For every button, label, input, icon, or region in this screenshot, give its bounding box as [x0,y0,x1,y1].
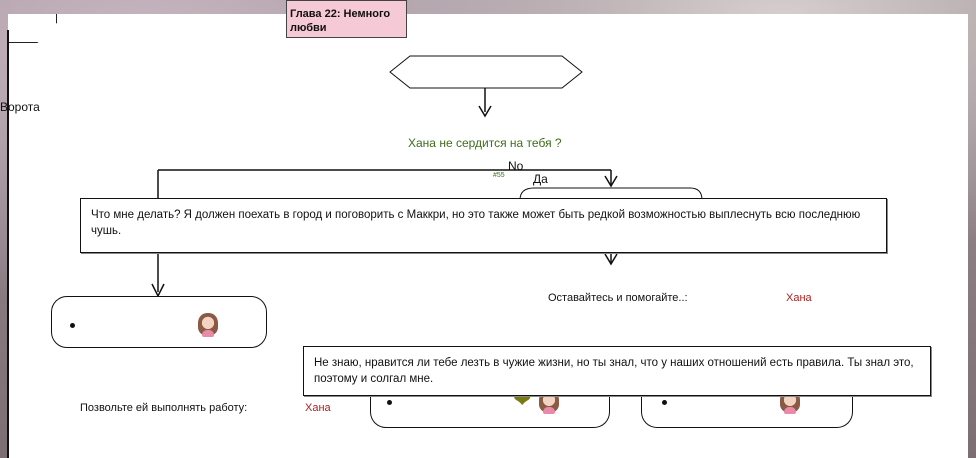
stay-choice-label: Оставайтесь и помогайте..: [548,292,688,304]
branch-yes-label: Да [533,172,548,186]
bullet-icon [387,400,392,405]
dialog-box-first: Что мне делать? Я должен поехать в город… [80,198,887,253]
arrowhead-right-2 [604,253,618,266]
dialog-text-first: Что мне делать? Я должен поехать в город… [91,209,861,237]
allow-character-name: Хана [305,402,331,414]
arrowhead-right-1 [604,175,618,188]
node-reference: #55 [493,172,505,179]
gate-label: Ворота [0,100,40,114]
arrowhead-1 [478,105,492,118]
bullet-icon [70,323,75,328]
chapter-title-box: Глава 22: Немного любви [286,0,407,38]
hana-avatar-icon [198,313,218,337]
choice-node-left[interactable] [51,296,267,348]
yes-node-outline [519,187,703,201]
stay-character-name: Хана [786,292,812,304]
branch-no-label: No [508,159,524,173]
dialog-text-second: Не знаю, нравится ли тебе лезть в чужие … [314,357,914,385]
dialog-box-second: Не знаю, нравится ли тебе лезть в чужие … [303,346,931,396]
start-hexagon [389,55,583,89]
allow-choice-label: Позвольте ей выполнять работу: [80,402,248,414]
bullet-icon [662,400,667,405]
chapter-title: Глава 22: Немного любви [290,8,391,34]
condition-question: Хана не сердится на тебя ? [408,136,562,150]
